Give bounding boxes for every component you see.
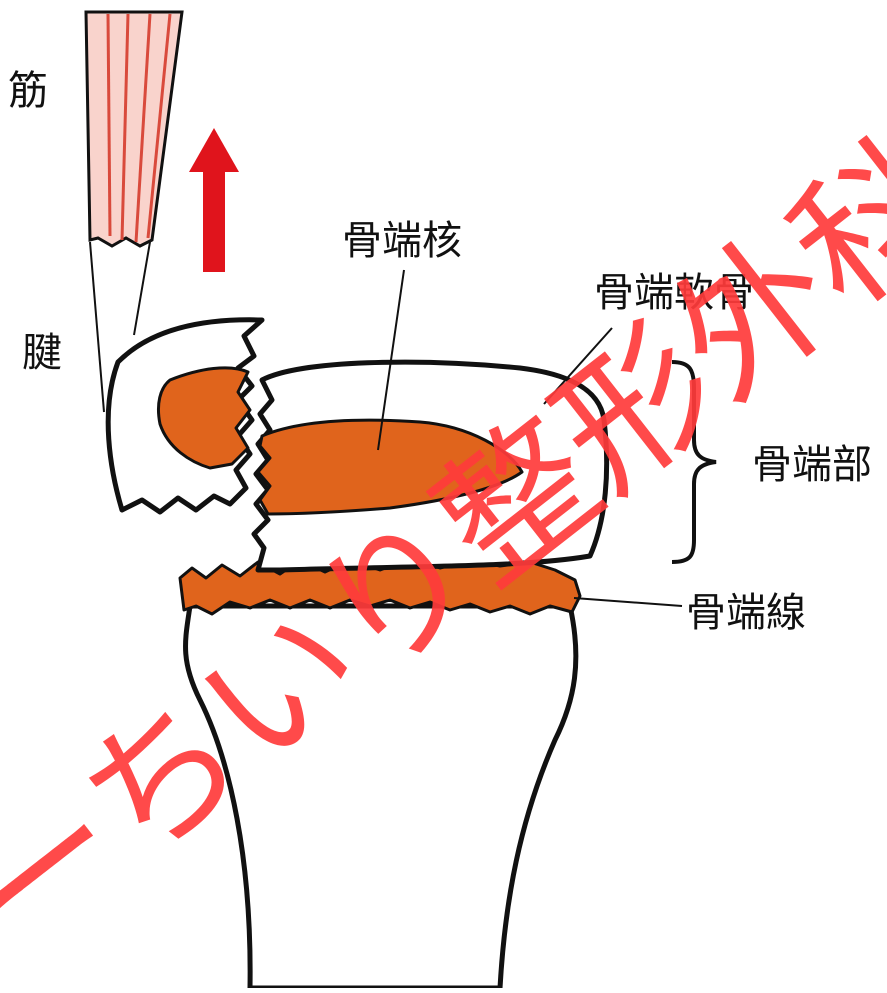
muscle	[86, 12, 182, 246]
label-epiphysis: 骨端部	[752, 442, 872, 488]
leader-epiphyseal-line	[574, 598, 682, 606]
pull-up-arrow-icon	[189, 128, 239, 272]
label-ossification-center: 骨端核	[342, 218, 462, 264]
label-tendon: 腱	[22, 330, 62, 376]
label-muscle: 筋	[8, 68, 48, 114]
label-epiphyseal-line: 骨端線	[686, 590, 806, 636]
